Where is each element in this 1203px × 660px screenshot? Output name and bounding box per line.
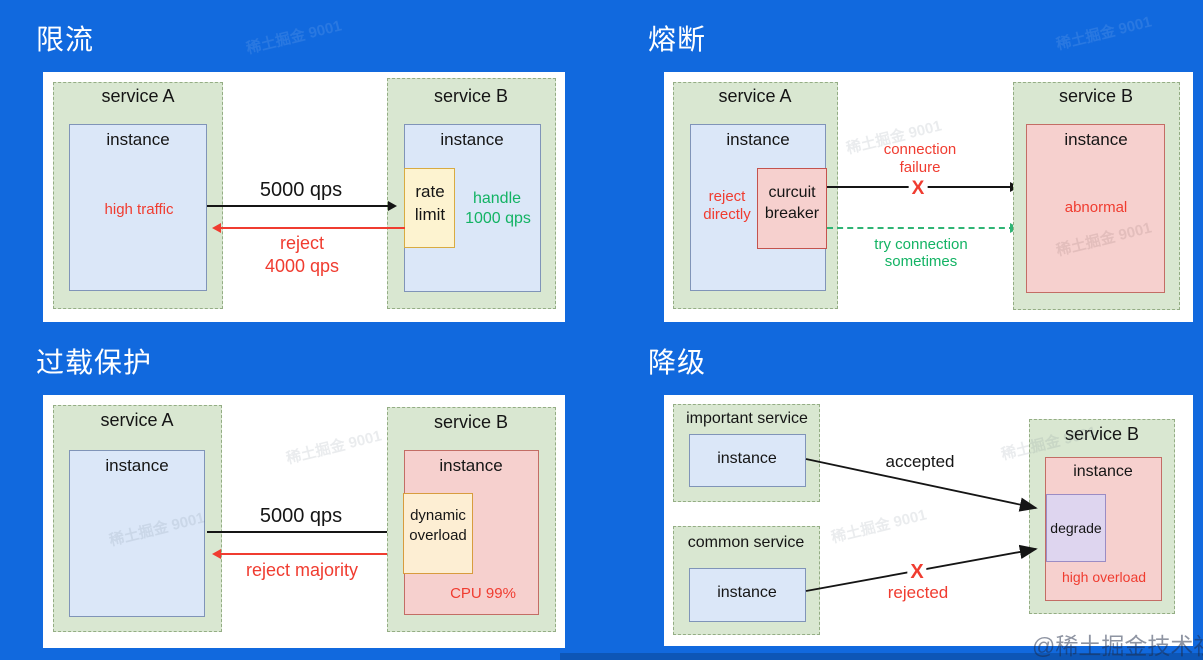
watermark-stamp: 稀土掘金 9001 [244, 17, 344, 58]
overload-service-b-label: service B [433, 412, 509, 432]
overload-instance-b-label: instance [439, 456, 503, 475]
fuse-failure-x-mark: X [908, 178, 928, 199]
limit-instance-a-box [69, 124, 207, 291]
limit-high-traffic-label: high traffic [104, 201, 174, 218]
fuse-instance-b-label: instance [1064, 130, 1128, 149]
section-title-circuit-break: 熔断 [648, 24, 707, 55]
watermark-stamp: 稀土掘金 9001 [1054, 13, 1154, 54]
fuse-reject-label-line2: directly [703, 206, 751, 223]
overload-qps-label: 5000 qps [259, 505, 343, 527]
overload-service-a-label: service A [100, 410, 174, 430]
fuse-try-connection-label-line2: sometimes [884, 253, 958, 270]
limit-handle-label-line2: 1000 qps [465, 210, 531, 227]
fuse-service-a-label: service A [718, 86, 792, 106]
overload-dynamic-label-line2: overload [409, 527, 467, 544]
fuse-connection-failure-label-line2: failure [899, 159, 941, 176]
limit-qps-label: 5000 qps [259, 179, 343, 201]
degrade-accepted-label: accepted [885, 452, 955, 471]
limit-rate-limit-label-line2: limit [414, 205, 446, 224]
limit-reject-arrow [212, 223, 405, 233]
degrade-important-service-label: important service [686, 410, 808, 427]
overload-instance-a-box [69, 450, 205, 617]
fuse-connection-failure-label-line1: connection [883, 141, 957, 158]
section-title-overload-protection: 过载保护 [36, 347, 153, 378]
fuse-circuit-breaker-box [757, 168, 827, 249]
section-title-degrade: 降级 [648, 347, 707, 378]
fuse-try-connection-label-line1: try connection [874, 236, 968, 253]
overload-cpu-label: CPU 99% [450, 585, 516, 602]
limit-rate-limit-box [404, 168, 455, 248]
limit-handle-label-line1: handle [472, 190, 522, 207]
degrade-rejected-label: rejected [887, 583, 949, 602]
limit-rate-limit-label-line1: rate [415, 182, 445, 201]
degrade-important-instance-box [689, 434, 806, 487]
fuse-instance-b-box [1026, 124, 1165, 293]
watermark-site-credit: @稀土掘金技术社区 [1032, 633, 1203, 659]
limit-service-b-label: service B [433, 86, 509, 106]
limit-request-arrow [207, 201, 397, 211]
degrade-degrade-label: degrade [1050, 520, 1102, 536]
degrade-service-b-label: service B [1064, 424, 1140, 444]
limit-instance-a-label: instance [106, 130, 170, 149]
overload-dynamic-label-line1: dynamic [410, 507, 466, 524]
overload-dynamic-overload-box [403, 493, 473, 574]
overload-reject-majority-label: reject majority [245, 560, 359, 580]
limit-reject-label-line1: reject [279, 233, 325, 253]
degrade-rejected-x-mark: X [907, 561, 927, 583]
degrade-important-instance-label: instance [717, 450, 777, 467]
degrade-high-overload-label: high overload [1061, 569, 1147, 585]
bottom-edge-shade [560, 653, 1203, 660]
fuse-service-b-label: service B [1058, 86, 1134, 106]
limit-reject-label-line2: 4000 qps [264, 256, 340, 276]
fuse-try-connection-arrow [827, 223, 1019, 233]
degrade-common-service-label: common service [687, 534, 805, 551]
degrade-instance-b-label: instance [1073, 463, 1133, 480]
fuse-circuit-breaker-label-line2: breaker [764, 205, 820, 222]
limit-service-a-label: service A [101, 86, 175, 106]
degrade-common-instance-box [689, 568, 806, 622]
degrade-degrade-box [1046, 494, 1106, 562]
fuse-reject-label-line1: reject [708, 188, 746, 205]
overload-request-arrow [207, 527, 397, 537]
fuse-circuit-breaker-label-line1: curcuit [768, 184, 816, 201]
fuse-instance-a-label: instance [726, 130, 790, 149]
overload-instance-a-label: instance [105, 456, 169, 475]
overload-reject-arrow [212, 549, 403, 559]
limit-instance-b-label: instance [440, 130, 504, 149]
section-title-rate-limit: 限流 [36, 24, 95, 55]
fuse-abnormal-label: abnormal [1064, 199, 1128, 216]
degrade-common-instance-label: instance [717, 584, 777, 601]
